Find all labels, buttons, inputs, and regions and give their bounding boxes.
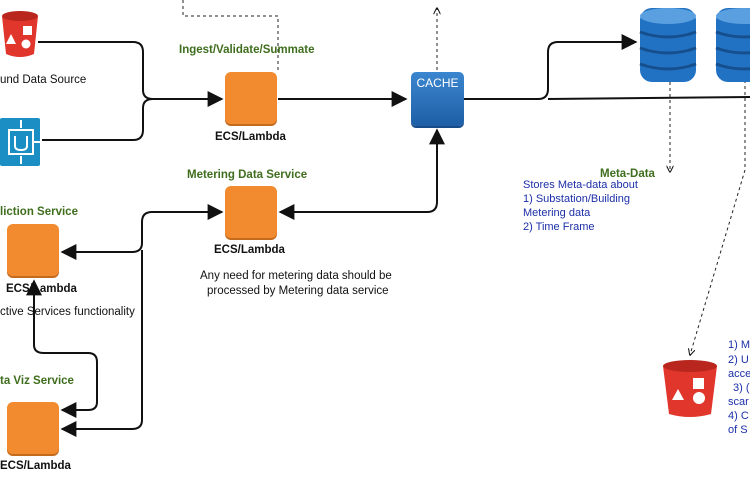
metering-ecs-label: ECS/Lambda bbox=[214, 244, 285, 256]
arrow-iot-to-ingest bbox=[42, 98, 154, 141]
right-note-line6: 4) C bbox=[728, 410, 749, 422]
ingest-ecs-label: ECS/Lambda bbox=[215, 131, 286, 143]
ingest-service-box bbox=[225, 72, 277, 124]
right-note-line1: 1) M bbox=[728, 339, 750, 351]
arrow-metering-to-dataviz bbox=[60, 250, 143, 437]
metering-title: Metering Data Service bbox=[187, 169, 308, 181]
dataviz-service-box bbox=[7, 402, 59, 454]
right-note-line3: acce bbox=[728, 368, 750, 380]
metadata-line4: 2) Time Frame bbox=[523, 221, 595, 233]
dashed-db-to-archive bbox=[690, 80, 746, 355]
metering-note-line2: processed by Metering data service bbox=[207, 285, 389, 297]
dashed-connector-ingest bbox=[182, 0, 279, 72]
ingest-title: Ingest/Validate/Summate bbox=[179, 44, 315, 56]
dynamodb-icon bbox=[715, 8, 750, 82]
cache-box: CACHE bbox=[411, 72, 464, 126]
dynamodb-icon bbox=[639, 8, 697, 82]
metadata-line2: 1) Substation/Building bbox=[523, 193, 631, 205]
prediction-ecs-label: ECS/Lambda bbox=[6, 283, 77, 295]
line-cache-to-right bbox=[547, 96, 750, 100]
s3-bucket-icon bbox=[2, 11, 38, 57]
arrow-cache-to-db bbox=[464, 34, 638, 100]
right-note-line2: 2) U bbox=[728, 354, 749, 366]
ground-source-label: und Data Source bbox=[0, 74, 87, 86]
prediction-service-box bbox=[7, 224, 59, 276]
dataviz-title: ta Viz Service bbox=[0, 375, 74, 387]
metadata-title: Meta-Data bbox=[600, 168, 655, 180]
s3-bucket-icon bbox=[663, 360, 717, 417]
cache-label: CACHE bbox=[416, 76, 459, 90]
metadata-line1: Stores Meta-data about bbox=[523, 179, 638, 191]
iot-hub-icon bbox=[0, 118, 40, 166]
prediction-note: ctive Services functionality bbox=[0, 306, 135, 318]
right-note-line7: of S bbox=[728, 424, 748, 436]
metadata-line3: Metering data bbox=[523, 207, 591, 219]
arrow-prediction-dataviz-loop bbox=[26, 279, 98, 418]
dataviz-ecs-label: ECS/Lambda bbox=[0, 460, 71, 472]
arrow-metering-to-prediction bbox=[60, 204, 224, 260]
right-note-line4: 3) ( bbox=[733, 382, 750, 394]
arrow-cache-metering bbox=[278, 128, 445, 220]
metering-service-box bbox=[225, 186, 277, 238]
right-note-line5: scar bbox=[728, 396, 749, 408]
metering-note-line1: Any need for metering data should be bbox=[200, 270, 392, 282]
prediction-title: liction Service bbox=[0, 206, 78, 218]
